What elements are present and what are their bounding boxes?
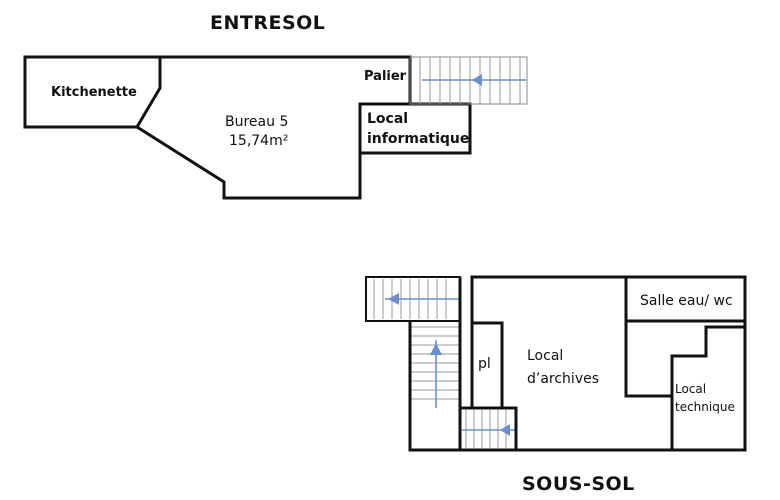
entresol-plan (23, 55, 528, 200)
sous-sol-vertical-stair (411, 326, 459, 408)
sous-sol-title: SOUS-SOL (522, 473, 635, 495)
entresol-title: ENTRESOL (210, 12, 326, 34)
local-technique-walls (670, 325, 745, 450)
kitchenette-wall (135, 57, 162, 128)
kitchenette-label: Kitchenette (51, 85, 137, 100)
salle-eau-wc-label: Salle eau/ wc (640, 293, 733, 309)
entresol-outline (23, 55, 412, 200)
top-stair-arrow-icon (388, 293, 399, 305)
pl-label: pl (478, 356, 491, 372)
sous-sol-bottom-stair (462, 410, 516, 448)
salle-eau-walls (624, 277, 745, 398)
pl-closet-walls (472, 321, 504, 408)
local-archives-label: Local d’archives (527, 348, 600, 387)
local-technique-label: Local technique (675, 382, 735, 414)
entresol-stair (409, 56, 528, 105)
bottom-stair-arrow-icon (500, 424, 510, 436)
sous-sol-plan (365, 275, 747, 452)
bureau-5-area: 15,74m² (229, 133, 289, 149)
bottom-stair-walls (458, 406, 518, 450)
local-informatique-label: Local informatique (367, 111, 470, 147)
entresol-stair-frame (409, 56, 528, 105)
vertical-stair-arrow-icon (430, 343, 442, 355)
entresol-stair-arrow-icon (472, 74, 482, 86)
sous-sol-outline (408, 275, 747, 452)
sous-sol-top-stair (365, 276, 461, 322)
bureau-5-label: Bureau 5 (225, 114, 289, 130)
palier-label: Palier (364, 69, 407, 84)
